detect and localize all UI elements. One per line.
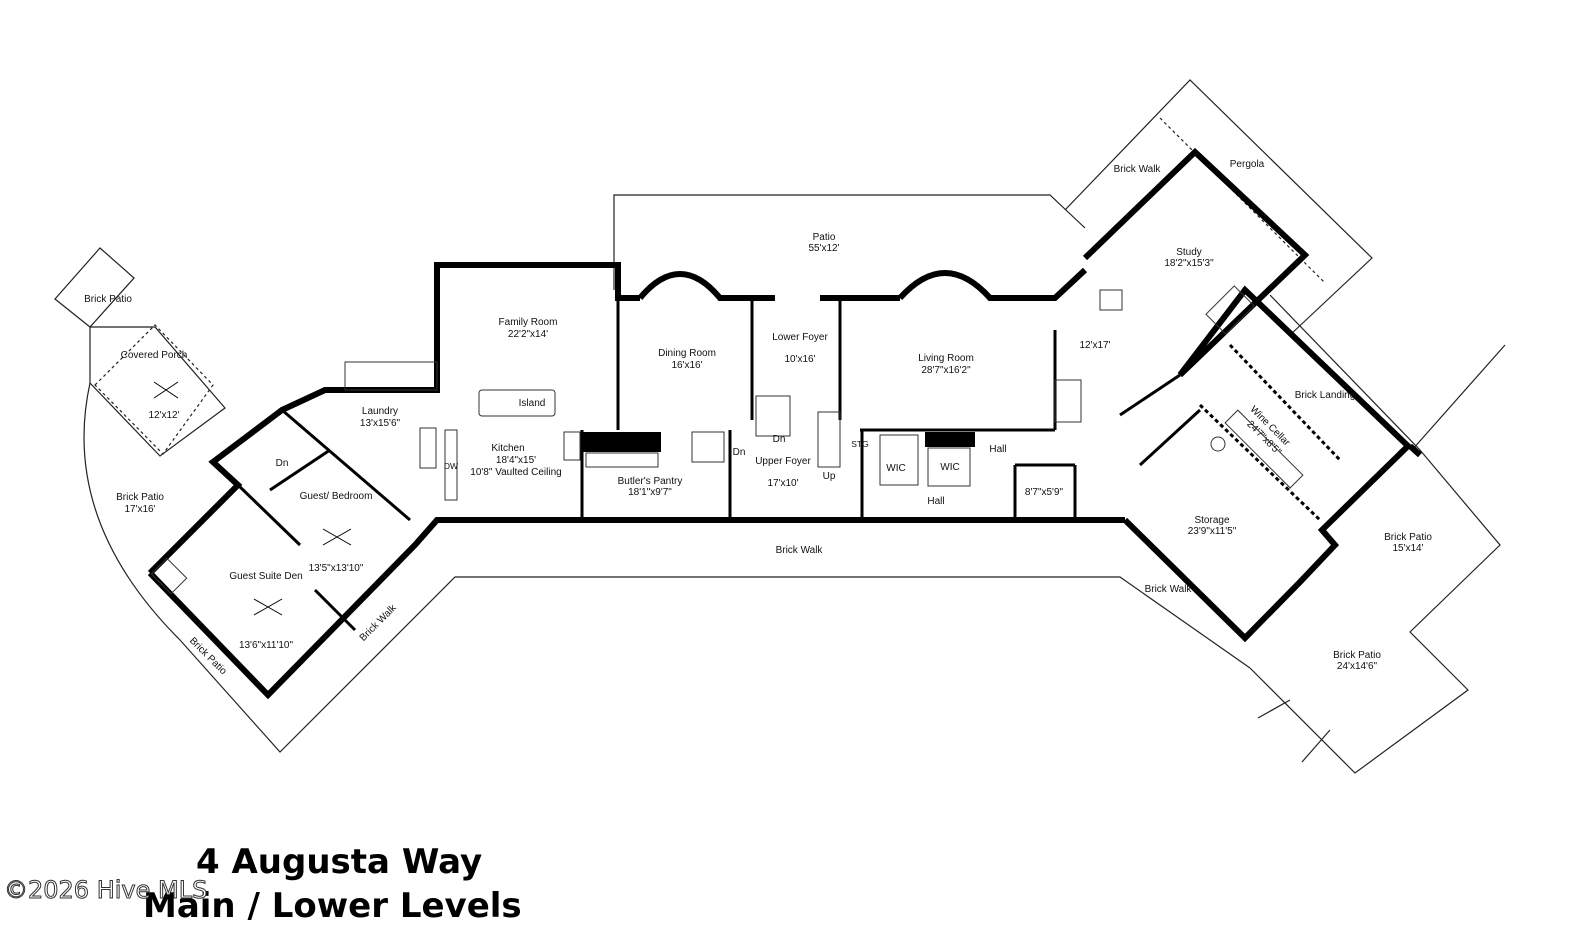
- title-address: 4 Augusta Way: [196, 842, 483, 882]
- label-kitchen: Kitchen: [491, 443, 524, 454]
- label-brick-walk-ne: Brick Walk: [1114, 164, 1162, 175]
- exterior-outlines: [54, 79, 1506, 774]
- label-dining-room: Dining Room: [658, 348, 716, 359]
- label-brick-landing: Brick Landing: [1295, 390, 1356, 401]
- dims-patio: 55'x12': [808, 243, 839, 254]
- label-hall-2: Hall: [927, 496, 944, 507]
- label-brick-walk-se: Brick Walk: [1145, 584, 1193, 595]
- label-study: Study: [1176, 247, 1202, 258]
- dims-family-room: 22'2"x14': [508, 329, 548, 340]
- dims-room-12x17: 12'x17': [1079, 340, 1110, 351]
- dims-storage: 23'9"x11'5": [1188, 526, 1237, 537]
- dims-guest-bedroom: 13'5"x13'10": [309, 563, 364, 574]
- dims-kitchen: 18'4"x15': [496, 455, 536, 466]
- label-stairs-dn-1: Dn: [276, 458, 289, 469]
- label-upper-foyer: Upper Foyer: [755, 456, 811, 467]
- label-brick-walk-main: Brick Walk: [776, 545, 824, 556]
- label-brick-patio-nw: Brick Patio: [84, 294, 132, 305]
- label-storage: Storage: [1194, 515, 1229, 526]
- label-butlers-pantry: Butler's Pantry: [618, 476, 683, 487]
- label-lower-foyer: Lower Foyer: [772, 332, 828, 343]
- dims-guest-suite-den: 13'6"x11'10": [239, 640, 294, 651]
- label-brick-patio-e: Brick Patio: [1384, 532, 1432, 543]
- label-hall-1: Hall: [989, 444, 1006, 455]
- label-wic-1: WIC: [886, 463, 905, 474]
- island-counter: [478, 389, 556, 417]
- label-stg: STG: [851, 439, 868, 449]
- interior-walls: [236, 298, 1342, 632]
- dims-laundry: 13'x15'6": [360, 418, 401, 429]
- solid-blocks: [583, 432, 975, 452]
- dims-living-room: 28'7"x16'2": [921, 365, 971, 376]
- dims-study: 18'2"x15'3": [1164, 258, 1214, 269]
- label-pergola: Pergola: [1230, 159, 1265, 170]
- label-patio: Patio: [813, 232, 836, 243]
- label-brick-patio-se: Brick Patio: [1333, 650, 1381, 661]
- label-brick-patio-w: Brick Patio: [116, 492, 164, 503]
- label-family-room: Family Room: [499, 317, 558, 328]
- fan-icon: [322, 528, 352, 546]
- fan-icon: [153, 381, 179, 399]
- label-brick-walk-sw: Brick Walk: [358, 602, 400, 644]
- copyright-watermark: ©2026 Hive MLS: [3, 876, 208, 905]
- fan-icon: [253, 598, 283, 616]
- label-stairs-up: Up: [823, 471, 836, 482]
- fixtures: [150, 285, 1304, 595]
- label-guest-bedroom: Guest/ Bedroom: [300, 491, 373, 502]
- dims-brick-patio-se: 24'x14'6": [1337, 661, 1378, 672]
- title-levels: Main / Lower Levels: [143, 886, 522, 926]
- dims-upper-foyer: 17'x10': [767, 478, 798, 489]
- label-living-room: Living Room: [918, 353, 974, 364]
- label-stairs-dn-2: Dn: [773, 434, 786, 445]
- label-guest-suite-den: Guest Suite Den: [229, 571, 302, 582]
- label-island: Island: [519, 398, 546, 409]
- dims-bath-small: 8'7"x5'9": [1025, 487, 1064, 498]
- label-wic-2: WIC: [940, 462, 959, 473]
- dims-lower-foyer: 10'x16': [784, 354, 815, 365]
- label-stairs-dn-3: Dn: [733, 447, 746, 458]
- dims-brick-patio-w: 17'x16': [124, 504, 155, 515]
- label-dishwasher: DW: [444, 461, 458, 471]
- label-laundry: Laundry: [362, 406, 398, 417]
- label-covered-porch: Covered Porch: [121, 350, 188, 361]
- dims-brick-patio-e: 15'x14': [1392, 543, 1423, 554]
- dims-covered-porch: 12'x12': [148, 410, 179, 421]
- ceiling-fans: [153, 381, 352, 616]
- note-kitchen: 10'8" Vaulted Ceiling: [470, 467, 561, 478]
- dims-dining-room: 16'x16': [671, 360, 702, 371]
- dims-butlers-pantry: 18'1"x9'7": [628, 487, 672, 498]
